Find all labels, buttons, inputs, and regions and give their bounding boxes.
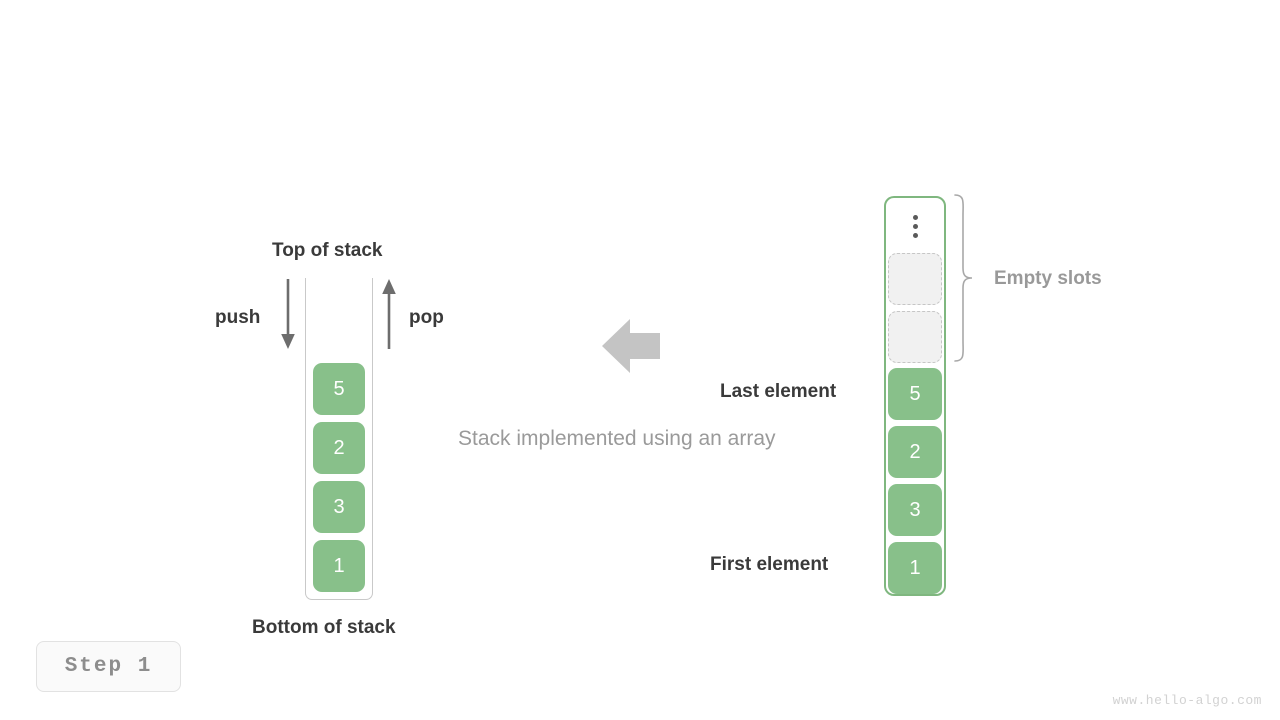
bottom-of-stack-label: Bottom of stack [252, 617, 396, 638]
push-arrow-icon [281, 279, 295, 349]
array-cell: 3 [888, 484, 942, 536]
empty-slots-brace [954, 194, 973, 362]
array-cell: 5 [888, 368, 942, 420]
pop-label: pop [409, 307, 444, 328]
array-empty-slot [888, 253, 942, 305]
array-cell: 2 [888, 426, 942, 478]
step-badge: Step 1 [36, 641, 181, 692]
pop-arrow-icon [382, 279, 396, 349]
push-label: push [215, 307, 261, 328]
stack-container: 5 2 3 1 [305, 278, 373, 600]
vertical-ellipsis-icon [886, 206, 944, 246]
watermark: www.hello-algo.com [1112, 693, 1262, 708]
diagram-caption: Stack implemented using an array [458, 427, 776, 450]
transform-left-arrow-icon [602, 319, 660, 373]
array-container: 5 2 3 1 [884, 196, 946, 596]
stack-cell: 5 [313, 363, 365, 415]
stack-cell: 2 [313, 422, 365, 474]
empty-slots-label: Empty slots [994, 268, 1102, 289]
stack-cell: 1 [313, 540, 365, 592]
stack-cell: 3 [313, 481, 365, 533]
top-of-stack-label: Top of stack [272, 240, 383, 261]
last-element-label: Last element [720, 381, 837, 402]
first-element-label: First element [710, 554, 829, 575]
array-cell: 1 [888, 542, 942, 594]
array-empty-slot [888, 311, 942, 363]
